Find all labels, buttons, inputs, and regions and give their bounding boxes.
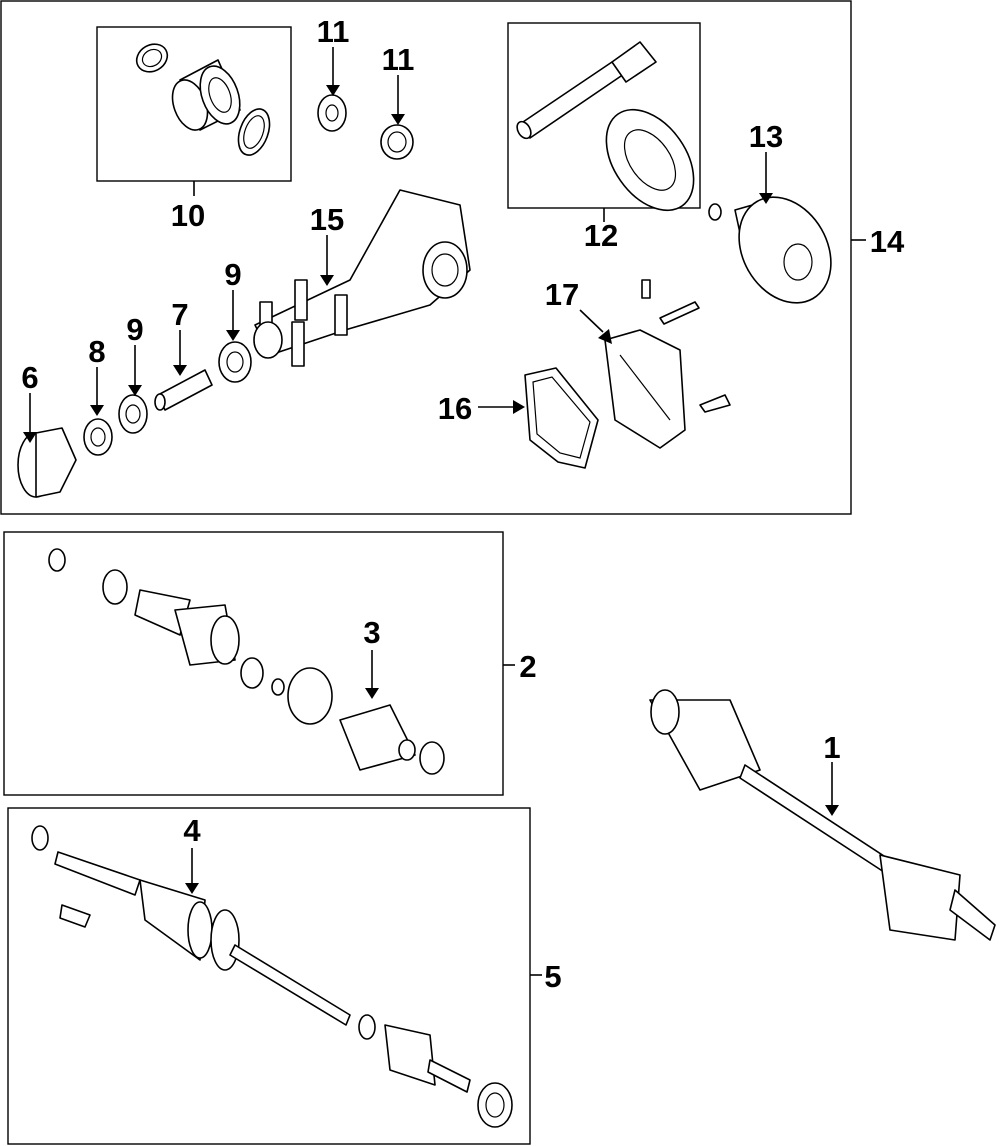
- ring-pinion-part: [516, 41, 695, 212]
- pinion-nut-part: [317, 94, 347, 132]
- front-axle-frame: [7, 807, 531, 1145]
- callout-17: 17: [545, 277, 579, 312]
- differential-group-frame: [0, 0, 852, 515]
- bearing-rear-part: [218, 341, 252, 383]
- callout-8: 8: [88, 334, 105, 369]
- rear-axle-part: [649, 689, 996, 941]
- bearing-kit-part: [135, 43, 271, 156]
- oil-seal-part: [83, 418, 113, 456]
- callout-14: 14: [870, 224, 905, 259]
- callout-2: 2: [519, 649, 536, 684]
- pinion-seal-part: [380, 124, 414, 160]
- callout-11-right: 11: [382, 42, 415, 77]
- callout-10: 10: [171, 198, 205, 233]
- collapsible-spacer-part: [154, 369, 213, 411]
- callout-1: 1: [823, 730, 840, 765]
- carrier-housing-part: [253, 189, 471, 367]
- callout-9-rear: 9: [224, 257, 241, 292]
- callout-5: 5: [544, 959, 561, 994]
- callout-16: 16: [438, 391, 472, 426]
- callout-13: 13: [749, 119, 783, 154]
- callout-15: 15: [310, 202, 344, 237]
- callout-6: 6: [21, 360, 38, 395]
- differential-case-part: [708, 196, 832, 304]
- callout-4: 4: [183, 813, 201, 848]
- leader-arrows: [23, 47, 839, 894]
- callout-7: 7: [171, 297, 188, 332]
- bearing-front-part: [118, 394, 148, 434]
- inner-joint-frame: [3, 531, 504, 796]
- callout-11-left: 11: [317, 14, 350, 49]
- front-axle-part: [31, 825, 513, 1128]
- rear-cover-part: [604, 279, 731, 449]
- inner-joint-part: [48, 548, 445, 775]
- callout-12: 12: [584, 218, 618, 253]
- callout-3: 3: [363, 615, 380, 650]
- companion-flange-part: [17, 427, 77, 498]
- callout-9-front: 9: [126, 312, 143, 347]
- cover-gasket-part: [524, 367, 599, 469]
